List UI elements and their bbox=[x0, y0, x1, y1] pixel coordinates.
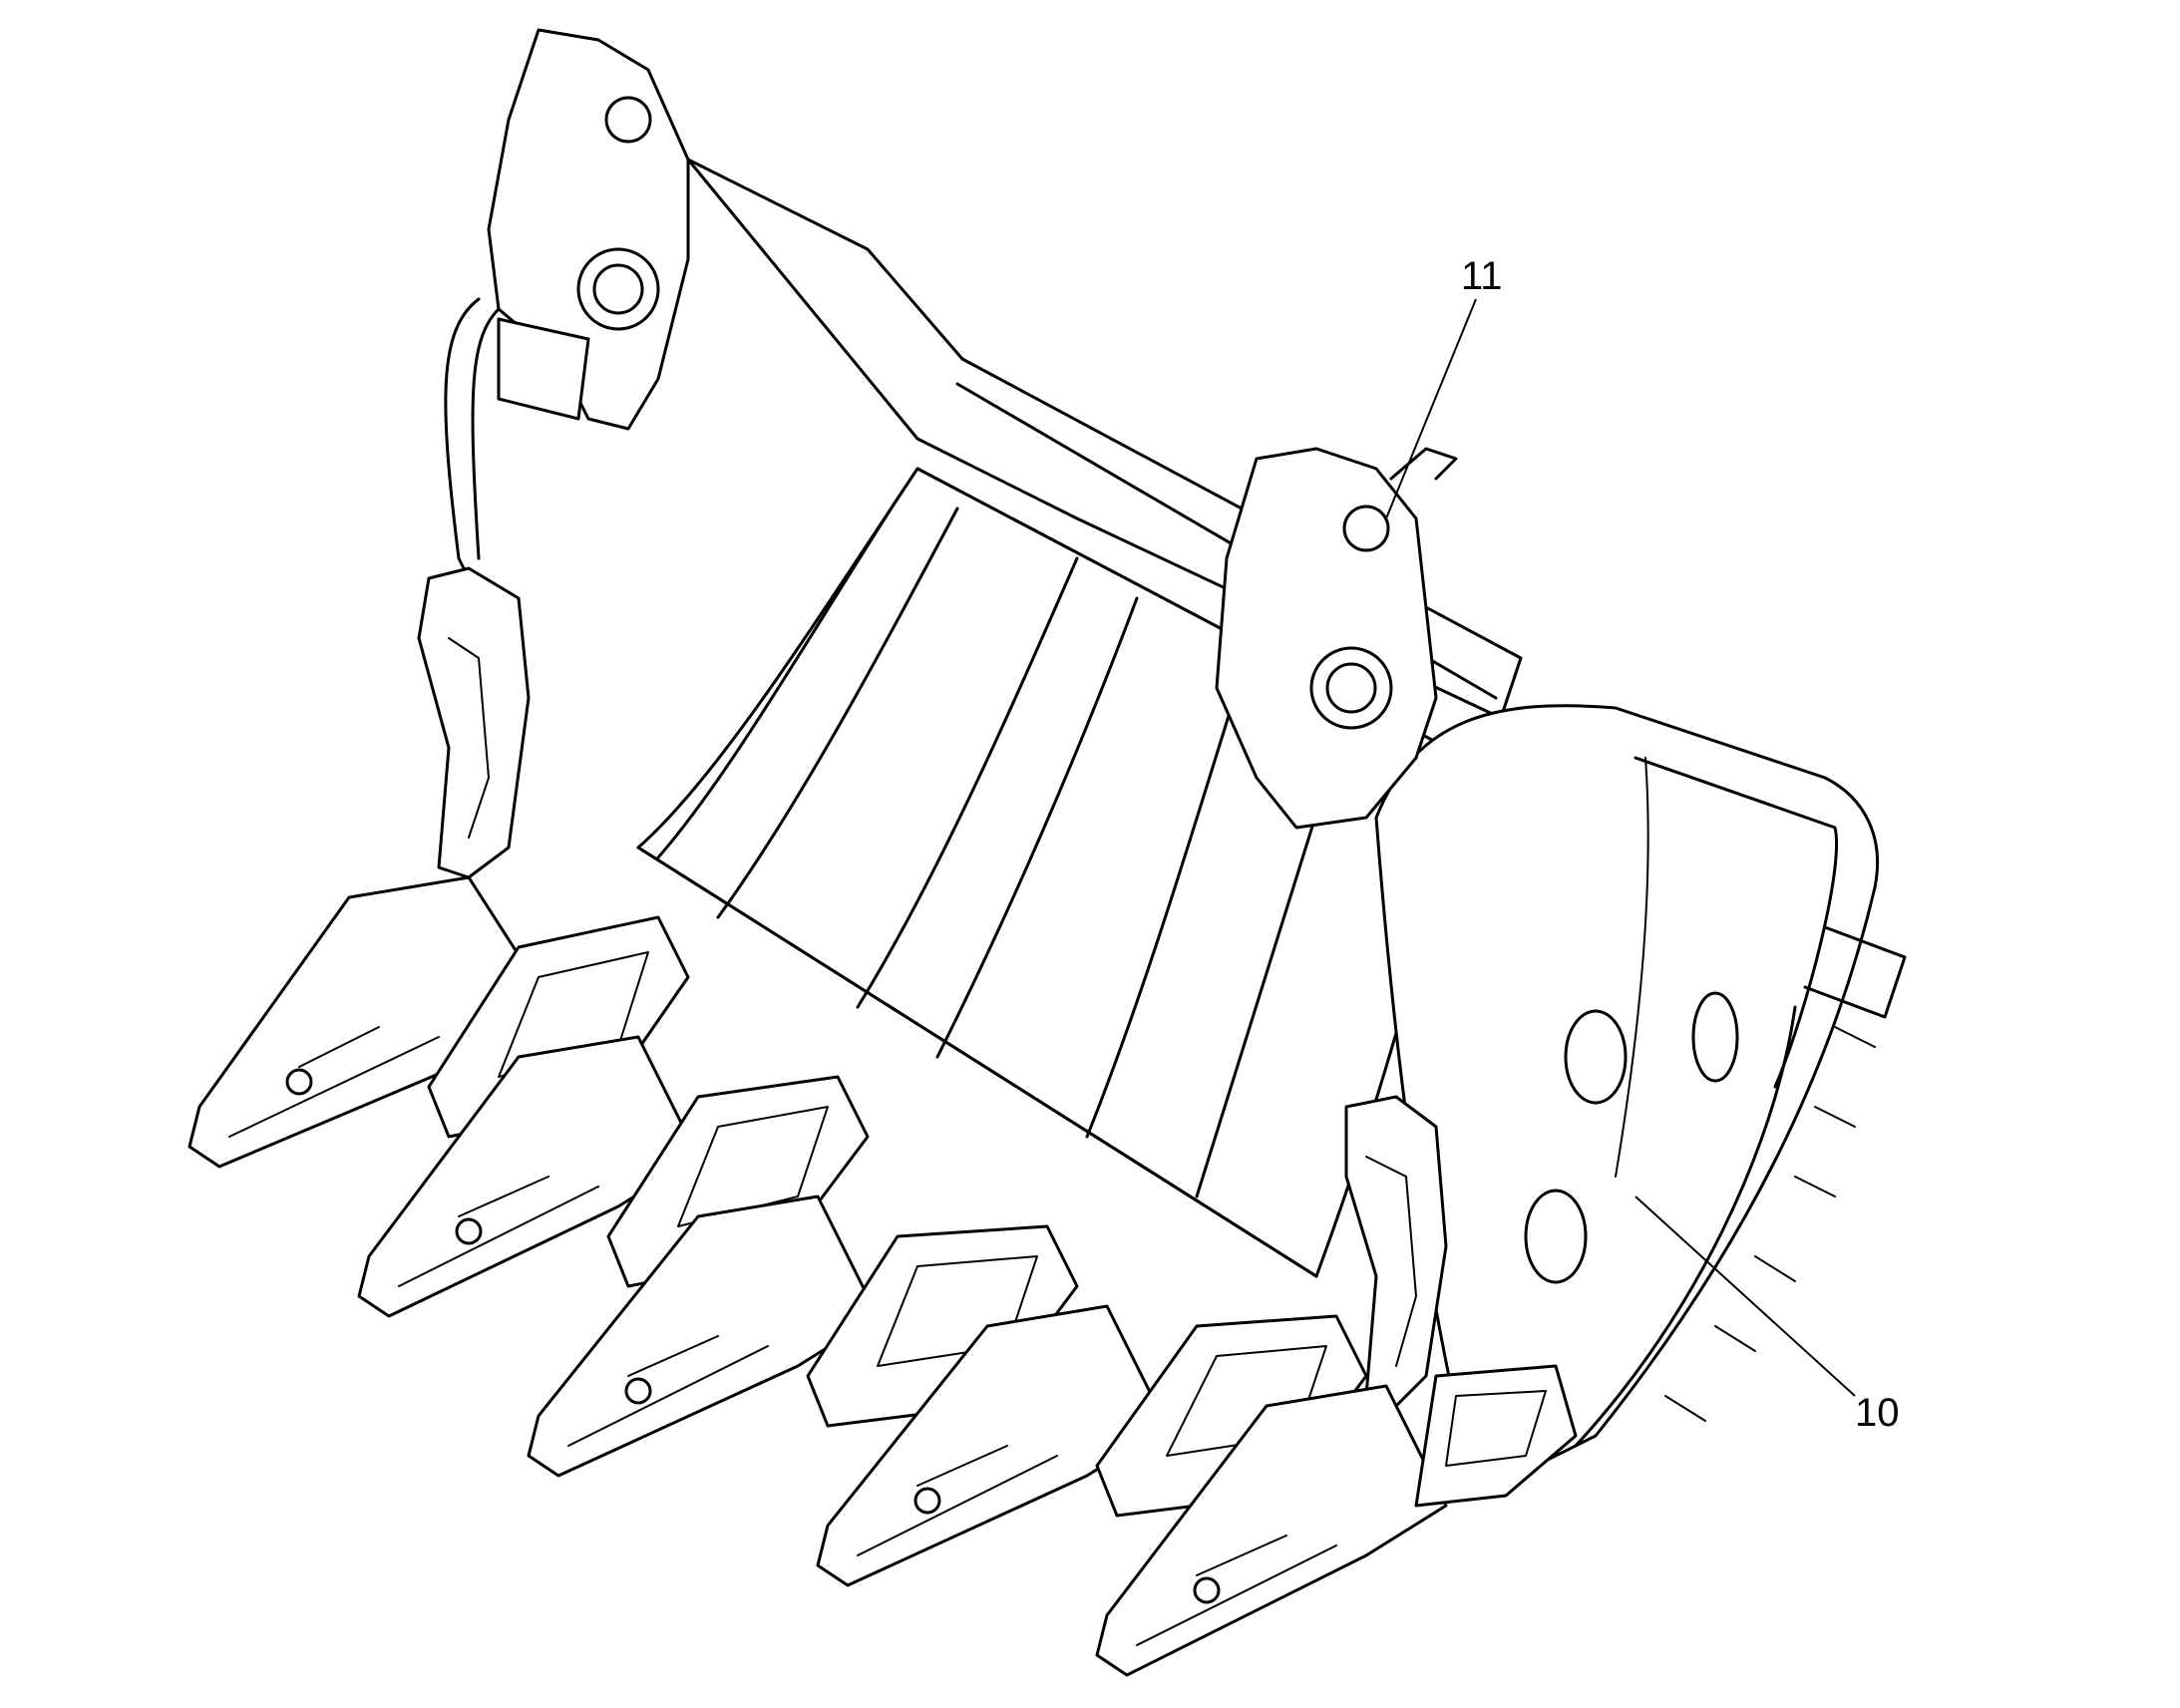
side-plate-hole-right bbox=[1691, 991, 1739, 1083]
floor-rib-1 bbox=[716, 507, 959, 919]
tooth-4 bbox=[816, 1304, 1169, 1587]
side-plate-hole-upper bbox=[1564, 1009, 1628, 1105]
right-pin-top bbox=[1342, 505, 1390, 552]
side-plate-hole-lower bbox=[1524, 1189, 1588, 1284]
right-side-cutter bbox=[1344, 1095, 1448, 1408]
right-hinge-bracket bbox=[1215, 447, 1458, 830]
left-side-cutter bbox=[417, 566, 531, 879]
callout-10-label: 10 bbox=[1855, 1391, 1900, 1435]
left-hinge-bracket bbox=[444, 28, 690, 600]
right-side-plate bbox=[1374, 704, 1907, 1498]
tooth-3 bbox=[527, 1195, 880, 1478]
callout-11-label: 11 bbox=[1461, 254, 1503, 298]
floor-rib-2 bbox=[856, 556, 1079, 1009]
tooth-5 bbox=[1095, 1384, 1448, 1677]
tooth-1 bbox=[187, 875, 560, 1169]
tooth-2 bbox=[357, 1035, 700, 1318]
callout-10-leader bbox=[1635, 1196, 1856, 1397]
floor-rib-4 bbox=[1085, 656, 1249, 1139]
floor-rib-3 bbox=[935, 596, 1139, 1059]
corner-adapter-right bbox=[1414, 1364, 1578, 1508]
callout-11-leader bbox=[1385, 298, 1477, 519]
left-pin-top bbox=[604, 96, 652, 144]
